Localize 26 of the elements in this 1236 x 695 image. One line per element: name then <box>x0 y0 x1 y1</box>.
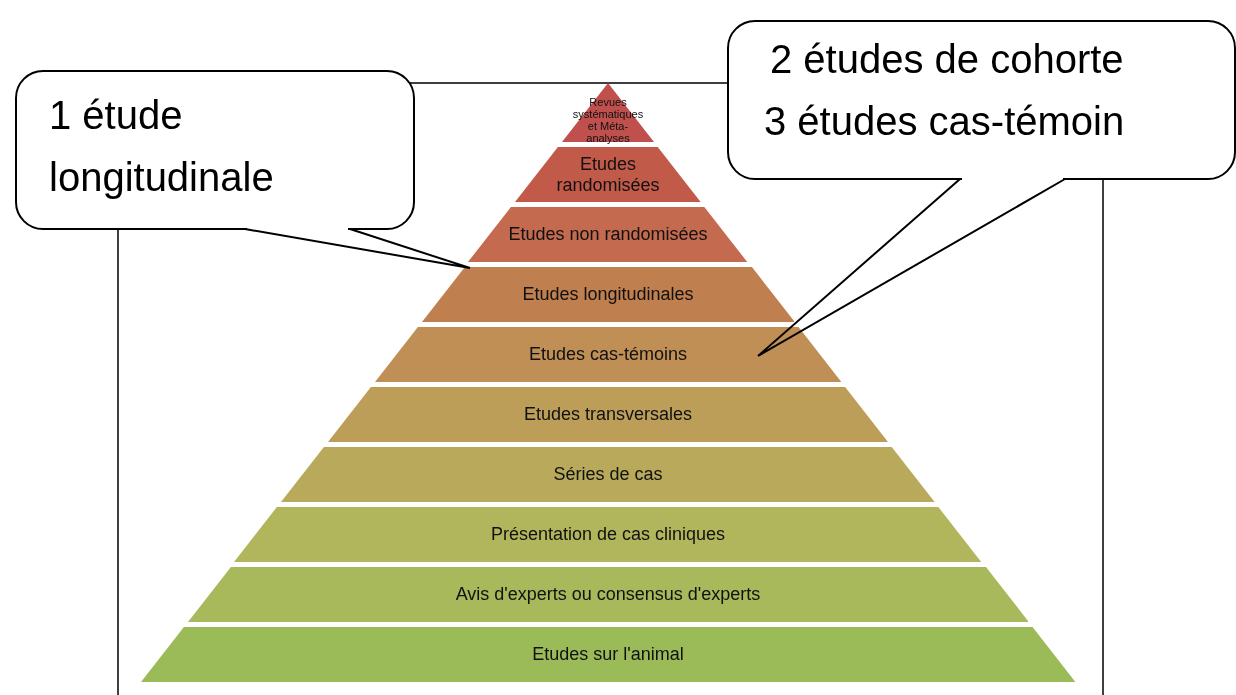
callout-text: 1 étude longitudinale <box>49 92 275 201</box>
tier-label: Avis d'experts ou consensus d'experts <box>455 584 761 605</box>
callout-text: 3 études cas-témoin <box>764 99 1125 144</box>
speech-bubble <box>15 70 415 230</box>
pyramid-tier <box>140 627 1076 682</box>
tier-label: Séries de cas <box>553 464 663 485</box>
pyramid-tier <box>327 387 888 442</box>
tier-label: Etudes sur l'animal <box>532 644 684 665</box>
pyramid-tier <box>515 147 701 202</box>
speech-bubble <box>727 20 1236 180</box>
pyramid-apex <box>561 83 654 142</box>
tier-label: Etudes randomisées <box>555 153 661 196</box>
callout-pointer <box>757 178 1066 357</box>
tier-label: Présentation de cas cliniques <box>490 524 726 545</box>
callout-text: 2 études de cohorte <box>770 37 1124 82</box>
tier-label: Etudes cas-témoins <box>528 344 687 365</box>
pyramid-tier <box>187 567 1029 622</box>
pyramid-tier <box>234 507 982 562</box>
tier-label: Etudes longitudinales <box>522 284 694 305</box>
pyramid-tier <box>421 267 795 322</box>
pyramid-tier <box>468 207 748 262</box>
tier-label: Etudes transversales <box>523 404 693 425</box>
tier-label: Etudes non randomisées <box>508 224 708 245</box>
pyramid-tier <box>281 447 935 502</box>
callout-pointer <box>244 228 471 269</box>
pyramid-tier <box>374 327 842 382</box>
